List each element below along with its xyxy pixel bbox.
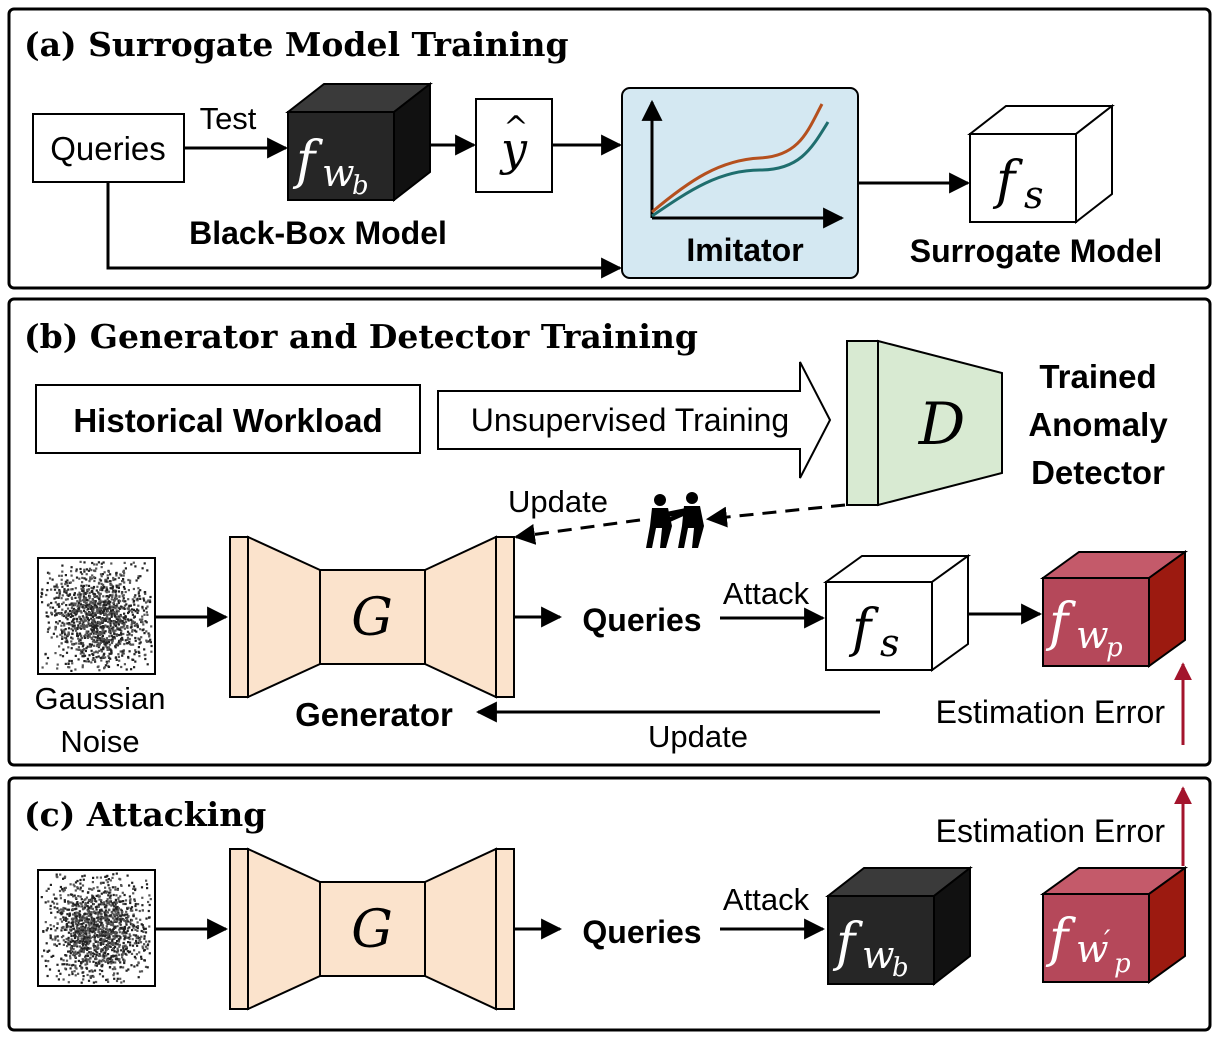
target-subsub-b: p xyxy=(1106,633,1123,663)
imitator-plot xyxy=(641,99,845,229)
noise-label-1: Gaussian xyxy=(35,681,166,716)
fight-to-generator-arrow xyxy=(513,518,641,545)
yhat-symbol: y xyxy=(499,122,528,176)
queries-label-c: Queries xyxy=(582,914,701,950)
detector-label-2: Anomaly xyxy=(1028,406,1168,443)
anomaly-detector: D xyxy=(846,339,1003,507)
imitator-label: Imitator xyxy=(686,232,803,268)
test-label: Test xyxy=(200,101,257,136)
imitator-curve-teal xyxy=(651,121,830,218)
queries-box-a xyxy=(32,113,185,183)
generator-label: Generator xyxy=(295,696,453,733)
generator-symbol-c: G xyxy=(351,900,393,960)
noise-pattern-c xyxy=(40,872,152,984)
blackbox-cube-c: f w b xyxy=(825,865,973,987)
generator-b: G xyxy=(229,535,515,699)
surrogate-sub-a: s xyxy=(1024,173,1044,217)
attack-label-b: Attack xyxy=(723,576,810,611)
panel-a-title: (a) Surrogate Model Training xyxy=(24,25,569,64)
panel-b-title: (b) Generator and Detector Training xyxy=(24,317,698,356)
detector-label-3: Detector xyxy=(1031,454,1165,491)
target-subsub-c: p xyxy=(1114,949,1131,979)
noise-label-2: Noise xyxy=(60,724,139,759)
target-sub-b: w xyxy=(1076,613,1109,657)
imitator-curve-orange xyxy=(651,103,824,214)
detector-label-1: Trained xyxy=(1039,358,1156,395)
blackbox-cube-a: f w b xyxy=(285,81,433,203)
generator-c: G xyxy=(229,847,515,1011)
update-label-top: Update xyxy=(508,484,608,519)
target-cube-b: f w p xyxy=(1039,550,1189,668)
queries-label-a: Queries xyxy=(50,130,166,167)
update-label-bottom: Update xyxy=(648,719,748,754)
target-cube-c: f w ′ p xyxy=(1039,866,1189,984)
yhat-box xyxy=(475,98,553,193)
blackbox-sub-a: w xyxy=(322,151,355,195)
noise-pattern-b xyxy=(40,560,153,672)
historical-workload-label: Historical Workload xyxy=(73,402,382,439)
historical-workload-box xyxy=(35,384,421,454)
blackbox-subsub-c: b xyxy=(892,953,909,983)
queries-label-b: Queries xyxy=(582,602,701,638)
blackbox-sub-c: w xyxy=(862,933,895,977)
fighting-people-icon xyxy=(646,492,704,548)
unsupervised-training-arrow xyxy=(437,361,832,479)
queries-to-imitator-arrow xyxy=(106,182,623,279)
blackbox-subsub-a: b xyxy=(352,171,369,201)
yhat-accent: ^ xyxy=(503,110,528,145)
surrogate-cube-a: f s xyxy=(967,103,1115,225)
panel-c-title: (c) Attacking xyxy=(24,795,266,834)
estimation-error-label-c: Estimation Error xyxy=(936,813,1166,849)
surrogate-sub-b: s xyxy=(880,621,900,665)
surrogate-label-a: Surrogate Model xyxy=(910,233,1162,269)
detector-symbol: D xyxy=(918,390,966,458)
target-sub-c: w xyxy=(1076,927,1109,971)
attack-label-c: Attack xyxy=(723,882,810,917)
surrogate-cube-b: f s xyxy=(822,554,972,672)
unsupervised-training-label: Unsupervised Training xyxy=(471,402,789,438)
target-prime-c: ′ xyxy=(1104,924,1111,957)
blackbox-label: Black-Box Model xyxy=(189,215,447,251)
estimation-error-label-b: Estimation Error xyxy=(936,694,1166,730)
generator-symbol-b: G xyxy=(351,588,393,648)
